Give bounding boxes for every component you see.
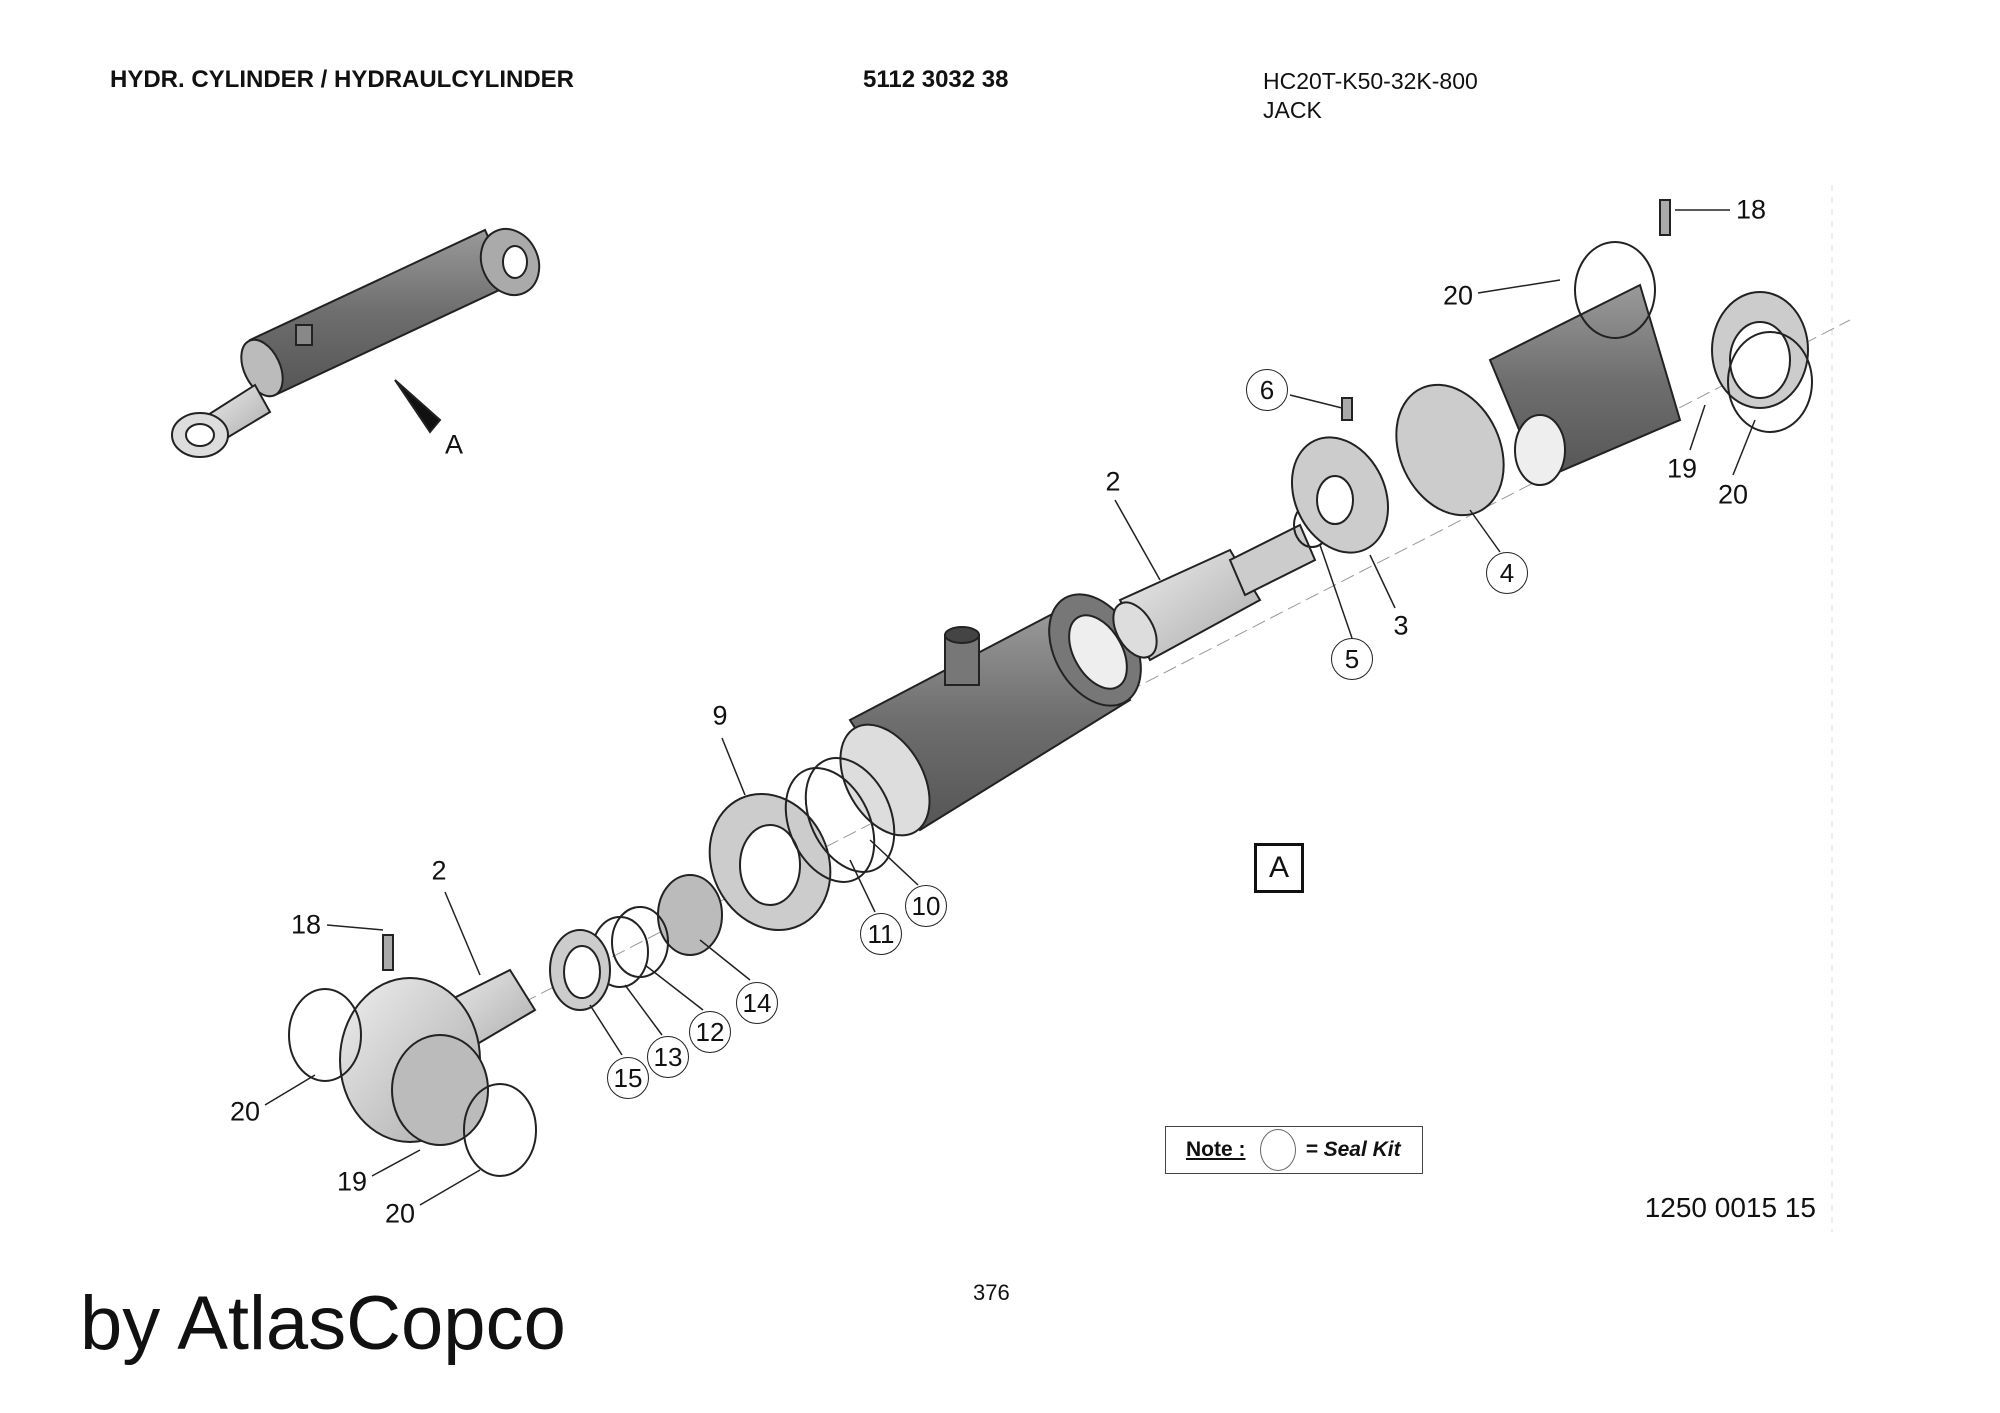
drawing-number: 1250 0015 15 [1644,1192,1816,1223]
piston-rod [1112,523,1317,662]
part-number: 5112 3032 38 [863,66,1009,93]
cylinder-barrel [839,593,1142,837]
callout-9: 9 [712,700,728,731]
rod-eye-left [288,934,537,1177]
seal-kit-note: Note : = Seal Kit [1165,1126,1423,1174]
callout-20: 20 [229,1096,261,1127]
rod-eye-right [1488,199,1813,486]
callout-3: 3 [1393,610,1409,641]
callout-2: 2 [431,855,447,886]
gland-and-seals [549,757,896,1011]
leader-lines [264,209,1756,1206]
callout-12-seal: 12 [689,1011,731,1053]
callout-6-seal: 6 [1246,369,1288,411]
seal-circle-icon [1259,1129,1296,1171]
callout-20: 20 [384,1198,416,1229]
view-label-a: A [444,429,464,460]
note-text: = Seal Kit [1305,1138,1401,1161]
callout-18: 18 [1735,194,1767,225]
piston-parts [1290,383,1505,554]
callout-20: 20 [1442,280,1474,311]
page-number: 376 [973,1280,1010,1305]
model-code: HC20T-K50-32K-800 [1263,68,1478,94]
callout-19: 19 [336,1166,368,1197]
callout-15-seal: 15 [607,1057,649,1099]
callout-14-seal: 14 [736,982,778,1024]
callout-2: 2 [1105,466,1121,497]
document-title: HYDR. CYLINDER / HYDRAULCYLINDER [110,66,575,93]
callout-18: 18 [290,909,322,940]
note-label: Note : [1186,1138,1246,1161]
view-label-box-a: A [1254,843,1304,893]
callout-20: 20 [1717,479,1749,510]
watermark: by AtlasCopco [80,1281,566,1366]
callout-4-seal: 4 [1486,552,1528,594]
assembled-cylinder-view [171,227,541,458]
callout-11-seal: 11 [860,913,902,955]
callout-5-seal: 5 [1331,638,1373,680]
callout-19: 19 [1666,453,1698,484]
callout-13-seal: 13 [647,1036,689,1078]
callout-10-seal: 10 [905,885,947,927]
model-description: JACK [1263,97,1322,123]
